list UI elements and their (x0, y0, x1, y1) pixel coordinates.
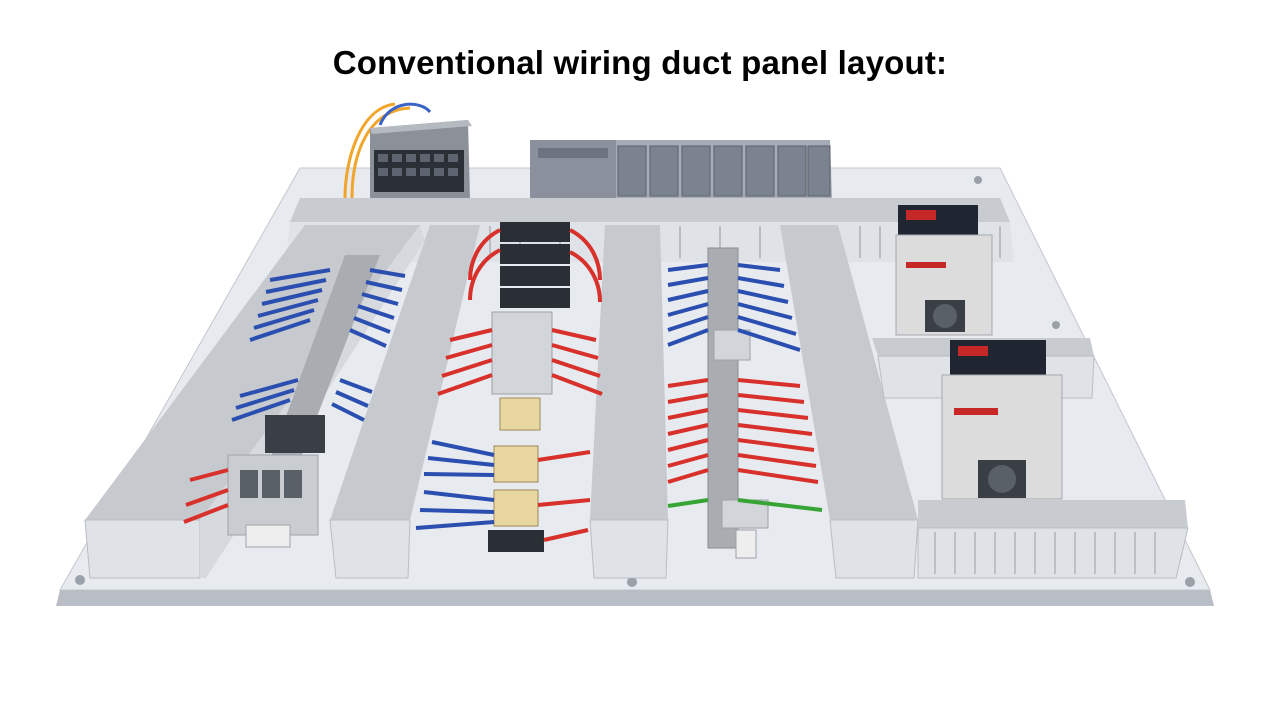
vertical-duct-2 (329, 225, 480, 579)
relay-icon (415, 222, 603, 552)
circuit-breaker-icon (183, 415, 325, 548)
terminal-block-icon (231, 255, 406, 460)
vertical-duct-4 (780, 225, 919, 579)
plc-rack-icon (530, 140, 832, 198)
page-title: Conventional wiring duct panel layout: (332, 44, 948, 81)
vertical-duct-3 (589, 225, 669, 579)
right-duct-bottom (917, 500, 1189, 579)
terminal-rail-center (667, 247, 823, 559)
vfd-drive-icon (895, 205, 1063, 500)
network-switch-icon (343, 102, 484, 200)
